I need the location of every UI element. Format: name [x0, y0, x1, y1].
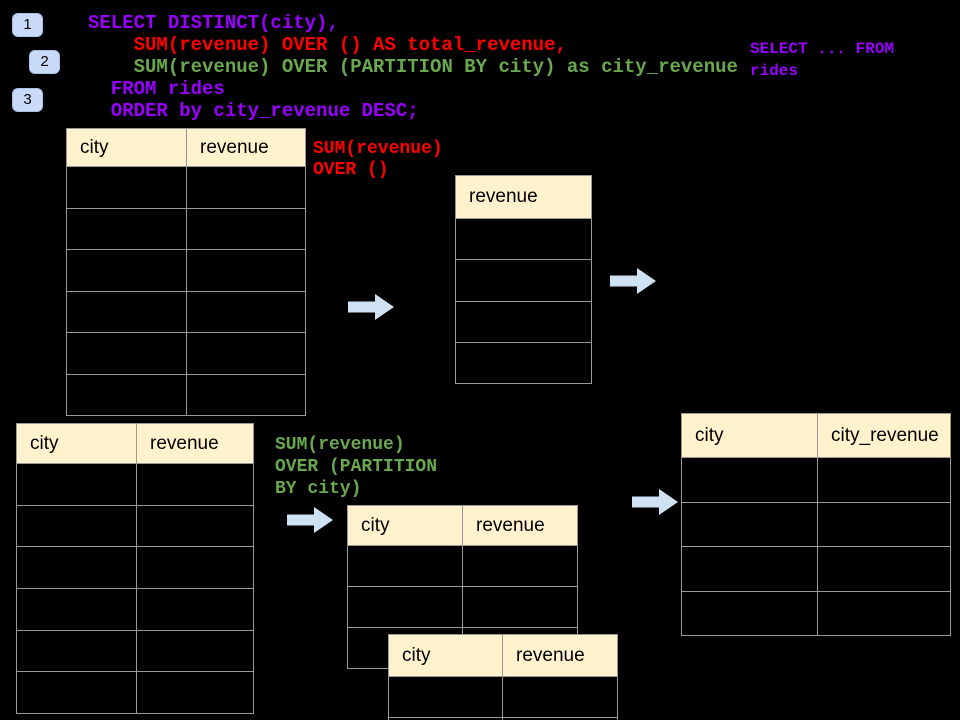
right-arrow-icon: [348, 294, 394, 320]
code-line-from: FROM rides: [88, 78, 225, 100]
table-row: [16, 463, 254, 506]
table-row: [16, 588, 254, 631]
right-arrow-icon: [287, 507, 333, 533]
table-rides-partition-source: city revenue: [16, 423, 254, 715]
table-partition-group-2: city revenue: [388, 634, 618, 720]
table-row: [681, 546, 951, 592]
code-line-select: SELECT DISTINCT(city),: [88, 12, 339, 34]
table-row: [347, 545, 578, 587]
label-line: SUM(revenue): [275, 435, 405, 455]
table-total-revenue: revenue: [455, 175, 592, 385]
sql-query-code: SELECT DISTINCT(city), SUM(revenue) OVER…: [88, 12, 738, 122]
note-line: SELECT ... FROM: [750, 40, 895, 58]
table-row: [455, 300, 592, 343]
right-arrow-icon: [610, 268, 656, 294]
table-row: [66, 207, 306, 250]
select-from-rides-note: SELECT ... FROM rides: [750, 38, 894, 82]
column-header-city: city: [681, 413, 818, 458]
table-row: [16, 504, 254, 548]
table-row: [455, 217, 592, 261]
table-row: [66, 166, 306, 209]
step-badge-1: 1: [12, 13, 43, 37]
column-header-revenue: revenue: [502, 634, 618, 677]
table-row: [455, 341, 592, 385]
table-row: [681, 501, 951, 547]
table-row: [16, 629, 254, 673]
table-row: [66, 332, 306, 375]
column-header-city: city: [347, 505, 463, 546]
step-badge-3: 3: [12, 88, 43, 112]
table-row: [66, 249, 306, 292]
table-row: [455, 259, 592, 302]
label-line: SUM(revenue): [313, 139, 443, 159]
sum-over-empty-label: SUM(revenue)OVER (): [313, 139, 443, 181]
label-line: OVER (PARTITION: [275, 457, 438, 477]
right-arrow-icon: [632, 489, 678, 515]
code-line-city-revenue: SUM(revenue) OVER (PARTITION BY city) as…: [88, 56, 738, 78]
column-header-revenue: revenue: [186, 128, 306, 167]
label-line: BY city): [275, 479, 362, 499]
table-row: [681, 590, 951, 636]
table-row: [347, 586, 578, 628]
table-row: [66, 373, 306, 416]
table-row: [388, 717, 618, 720]
table-source-rides: city revenue: [66, 128, 306, 416]
note-line: rides: [750, 62, 799, 80]
column-header-city: city: [16, 423, 137, 464]
column-header-city-revenue: city_revenue: [817, 413, 951, 458]
table-row: [388, 676, 618, 718]
table-row: [16, 671, 254, 715]
column-header-revenue: revenue: [462, 505, 578, 546]
table-row: [16, 546, 254, 590]
code-line-total-revenue: SUM(revenue) OVER () AS total_revenue,: [88, 34, 567, 56]
table-row: [681, 457, 951, 503]
label-line: OVER (): [313, 160, 389, 180]
column-header-city: city: [388, 634, 503, 677]
column-header-revenue: revenue: [455, 175, 592, 219]
table-row: [66, 290, 306, 333]
column-header-city: city: [66, 128, 187, 167]
table-city-revenue-result: city city_revenue: [681, 413, 951, 636]
step-badge-2: 2: [29, 50, 60, 74]
code-line-order-by: ORDER by city_revenue DESC;: [88, 100, 419, 122]
column-header-revenue: revenue: [136, 423, 254, 464]
